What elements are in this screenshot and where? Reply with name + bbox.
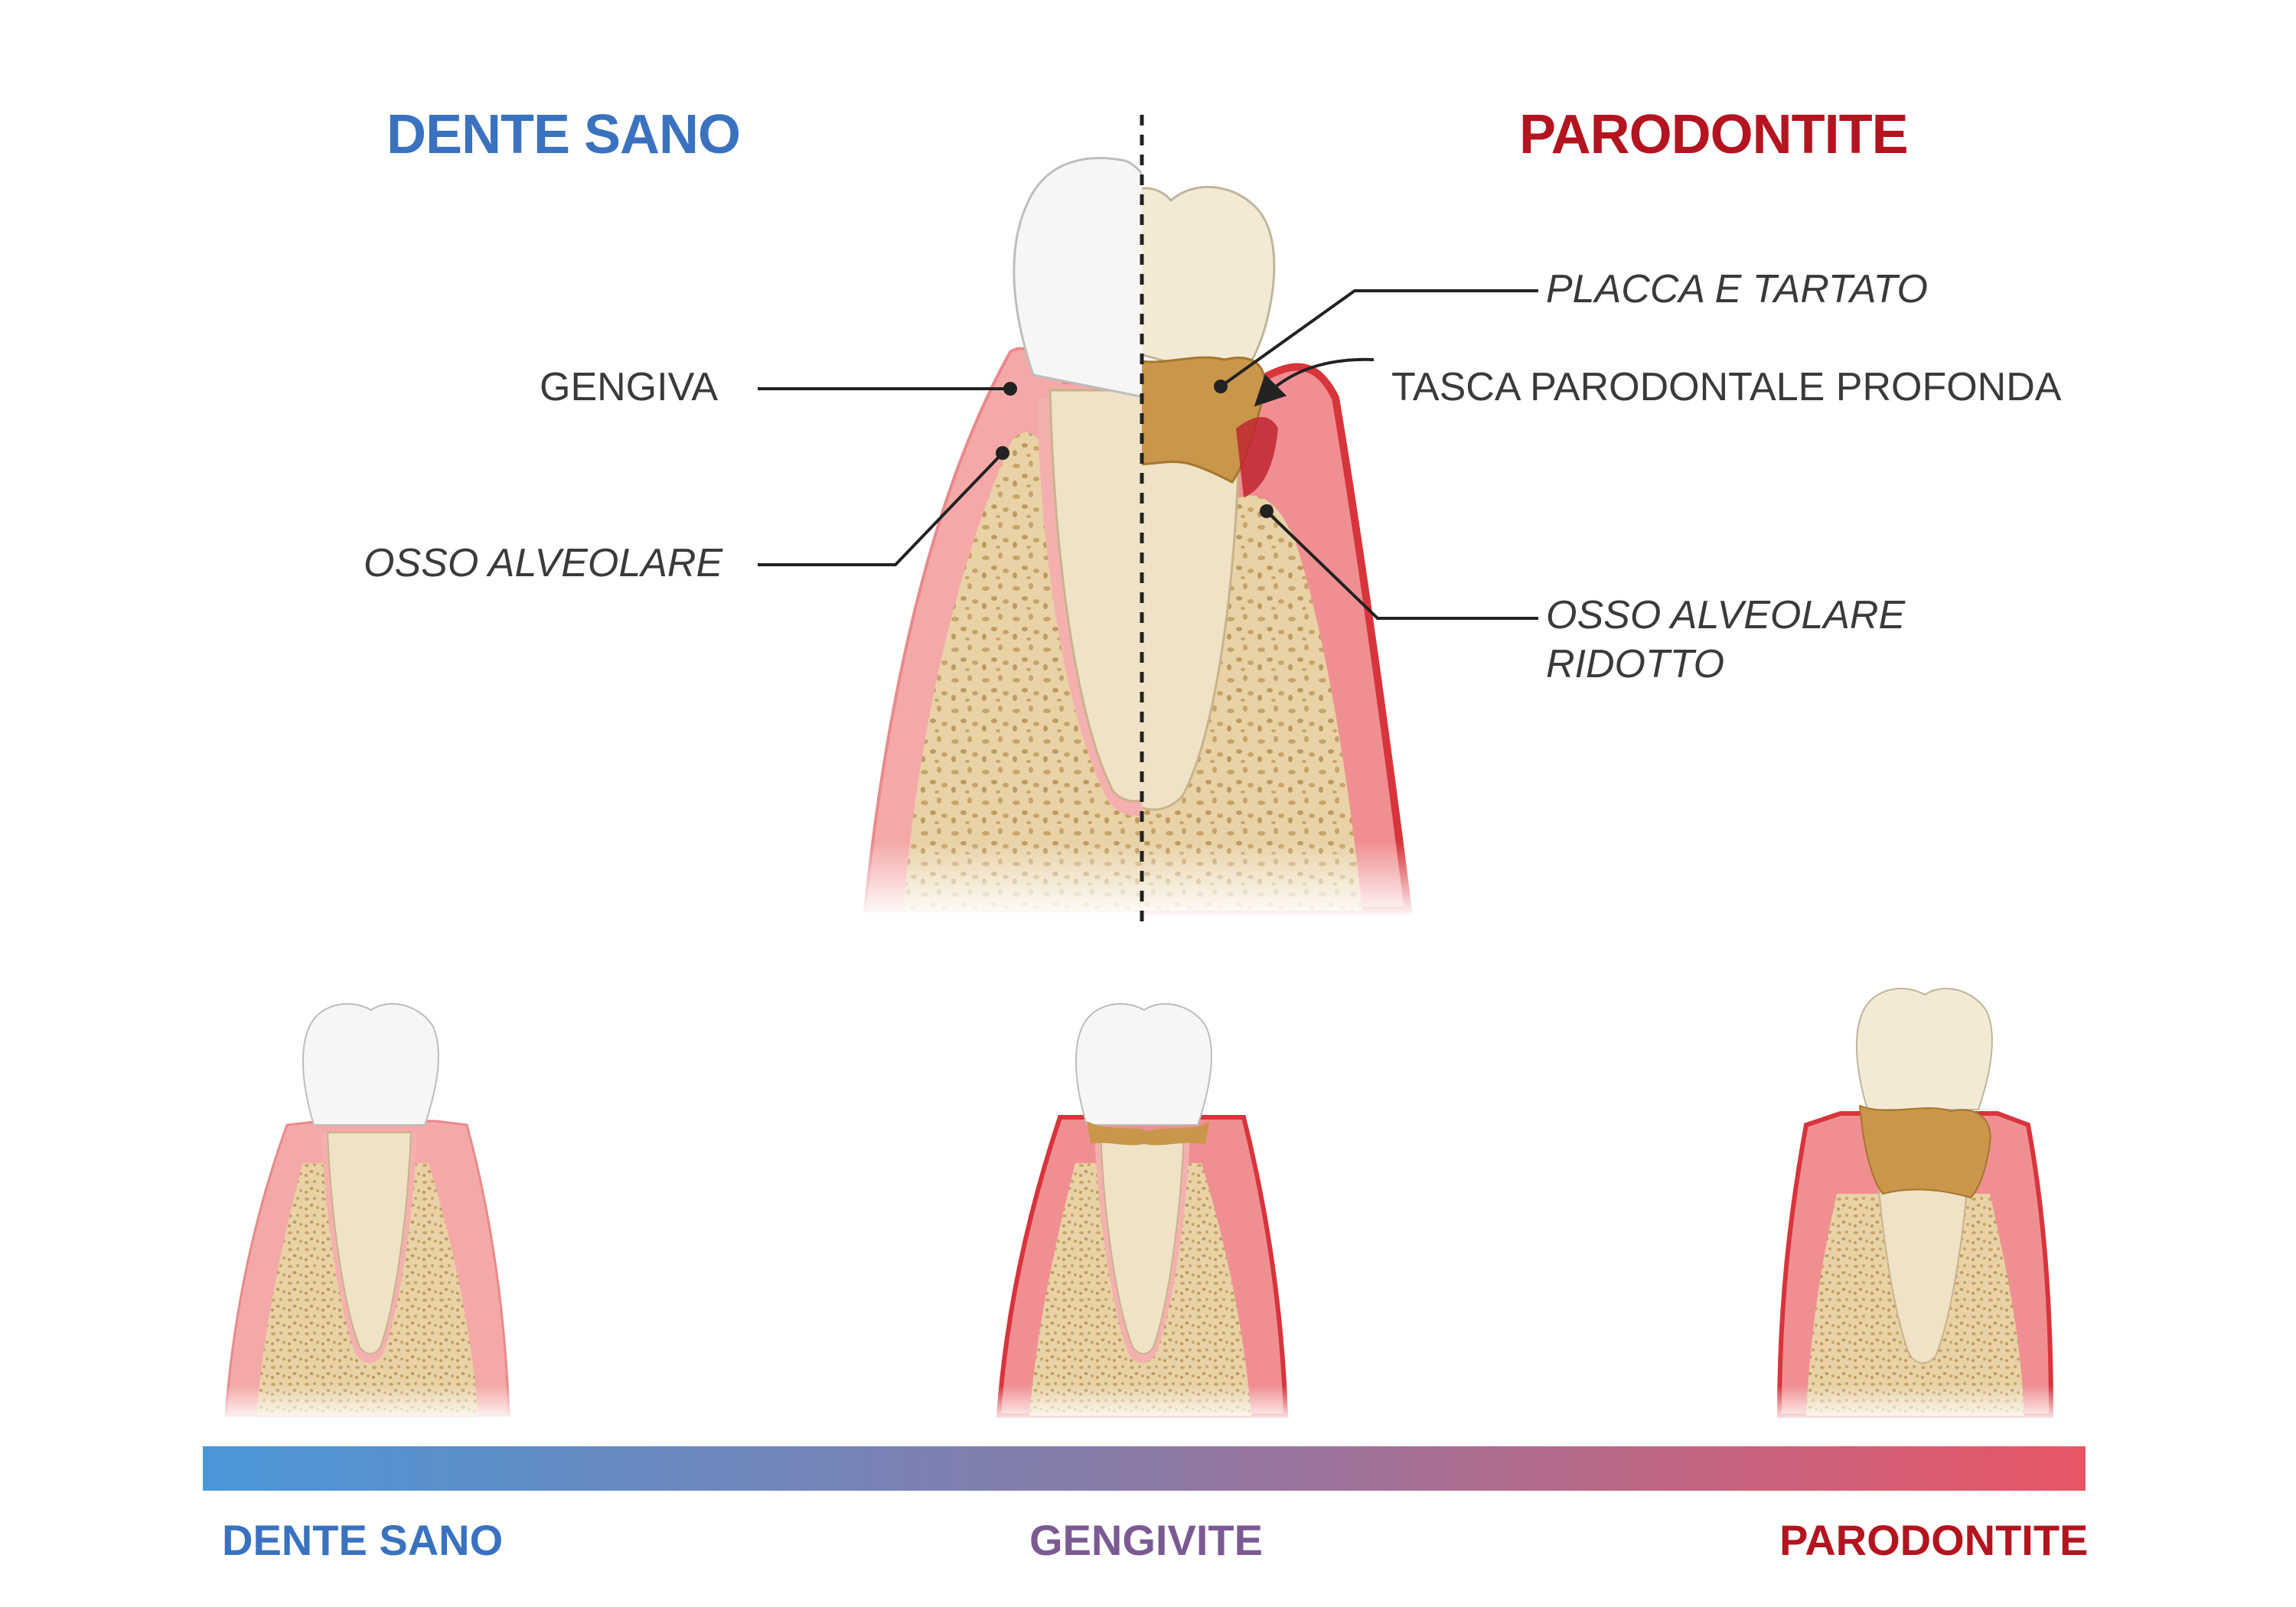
- diseased-root: [1142, 389, 1241, 811]
- leader-pocket: [1254, 357, 1375, 407]
- scale-label-healthy: DENTE SANO: [222, 1516, 504, 1564]
- leader-plaque: [1219, 289, 1538, 388]
- small-tooth-periodontitis: [1768, 987, 2066, 1423]
- label-reduced-bone-line2: RIDOTTO: [1546, 642, 1725, 686]
- diseased-crown: [1142, 185, 1276, 384]
- small-tooth-healthy: [214, 1002, 520, 1423]
- title-periodontitis: PARODONTITE: [1519, 104, 1909, 165]
- periodontal-pocket: [1236, 417, 1278, 497]
- small-tooth-gingivitis: [987, 1002, 1293, 1423]
- healthy-crown: [1013, 157, 1142, 398]
- healthy-half: [863, 157, 1142, 912]
- healthy-root: [1049, 389, 1142, 803]
- scale-label-gingivitis: GENGIVITE: [1029, 1516, 1263, 1564]
- label-reduced-bone-line1: OSSO ALVEOLARE: [1546, 593, 1906, 637]
- periodontitis-half: [1142, 185, 1413, 914]
- leader-alveolar-bone: [758, 451, 1004, 566]
- title-healthy: DENTE SANO: [386, 104, 741, 165]
- leader-reduced-bone: [1265, 510, 1538, 620]
- label-alveolar-bone: OSSO ALVEOLARE: [364, 541, 723, 585]
- label-deep-pocket: TASCA PARODONTALE PROFONDA: [1391, 365, 2062, 409]
- label-plaque-tartar: PLACCA E TARTATO: [1546, 267, 1928, 311]
- scale-label-periodontitis: PARODONTITE: [1779, 1516, 2089, 1564]
- severity-gradient-bar: [203, 1446, 2086, 1491]
- label-gum: GENGIVA: [540, 365, 719, 409]
- leader-lines: [758, 289, 1538, 620]
